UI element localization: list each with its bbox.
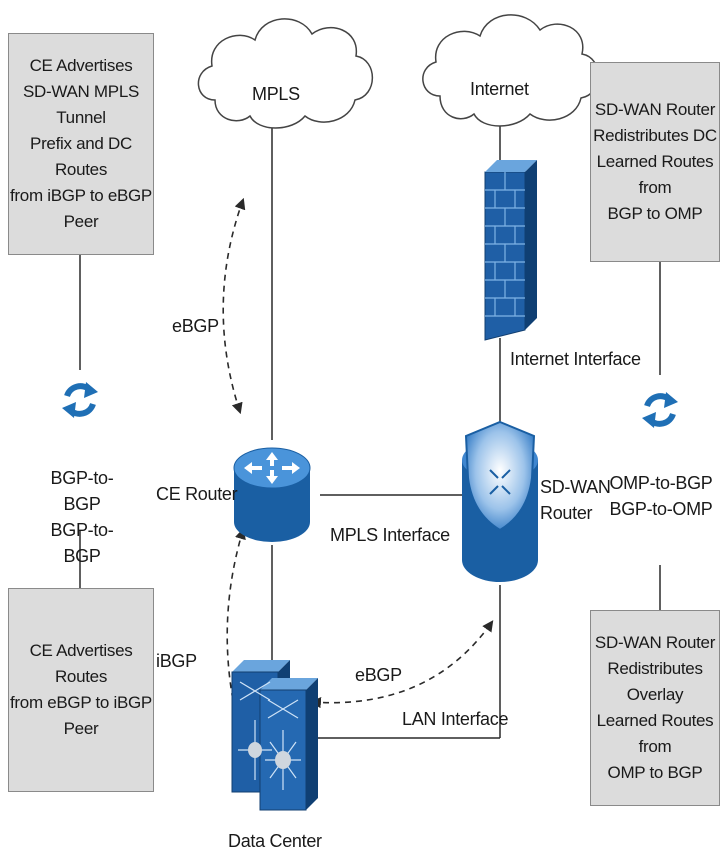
- mpls-cloud-label: MPLS: [252, 83, 300, 105]
- sync-arrows-icon: [62, 382, 98, 418]
- lan-interface-label: LAN Interface: [402, 708, 508, 730]
- sdwan-router-label: SD-WAN Router: [540, 474, 611, 526]
- ebgp-top-arrow: [223, 200, 243, 412]
- ibgp-label: iBGP: [156, 650, 197, 672]
- sync-arrows-icon: [642, 392, 678, 428]
- internet-interface-label: Internet Interface: [510, 348, 641, 370]
- omp-bgp-label: OMP-to-BGP BGP-to-OMP: [608, 470, 714, 522]
- ce-router-label: CE Router: [156, 483, 237, 505]
- ce-top-box: CE Advertises SD-WAN MPLS Tunnel Prefix …: [8, 33, 154, 255]
- ebgp-bottom-label: eBGP: [355, 664, 402, 686]
- router-icon: [234, 448, 310, 542]
- sdwan-bottom-box: SD-WAN Router Redistributes Overlay Lear…: [590, 610, 720, 806]
- sdwan-top-box: SD-WAN Router Redistributes DC Learned R…: [590, 62, 720, 262]
- mpls-interface-label: MPLS Interface: [330, 524, 450, 546]
- ebgp-bottom-arrow: [312, 622, 492, 703]
- data-center-label: Data Center: [228, 830, 322, 852]
- ce-bottom-box: CE Advertises Routes from eBGP to iBGP P…: [8, 588, 154, 792]
- firewall-icon: [485, 160, 537, 340]
- bgp-to-bgp-label: BGP-to-BGP BGP-to-BGP: [34, 465, 130, 569]
- internet-cloud: [423, 15, 599, 126]
- mpls-cloud: [198, 19, 372, 128]
- ebgp-top-label: eBGP: [172, 315, 219, 337]
- switch-stack-icon: [232, 660, 318, 810]
- sdwan-router-icon: [462, 422, 538, 582]
- internet-cloud-label: Internet: [470, 78, 529, 100]
